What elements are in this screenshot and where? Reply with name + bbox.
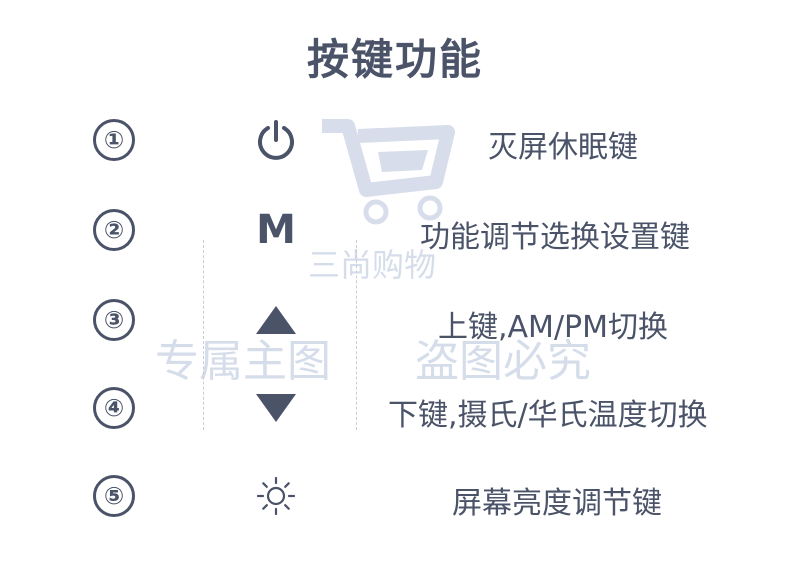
cart-watermark-icon <box>322 119 455 225</box>
row-number: ① <box>93 119 135 161</box>
row-number: ⑤ <box>93 475 135 517</box>
row-number: ③ <box>93 299 135 341</box>
watermark-right: 盗图必究 <box>415 336 591 387</box>
dashed-divider-left <box>203 240 204 430</box>
row-label: 下键,摄氏/华氏温度切换 <box>388 398 708 433</box>
row-label: 灭屏休眠键 <box>488 130 638 165</box>
row-label: 上键,AM/PM切换 <box>438 310 669 345</box>
sun-icon <box>250 472 302 520</box>
watermark-shop: 三尚购物 <box>308 246 437 284</box>
triangle-down-icon <box>250 384 302 432</box>
button-row-brightness: ⑤ 屏幕亮度调节键 <box>0 466 790 526</box>
button-row-mode: ② M 功能调节选换设置键 <box>0 200 790 260</box>
watermark-left: 专属主图 <box>155 336 331 387</box>
page-title: 按键功能 <box>306 35 483 84</box>
triangle-up-icon <box>250 296 302 344</box>
dashed-divider-right <box>356 240 357 430</box>
power-icon <box>250 116 302 164</box>
m-key-icon: M <box>256 207 296 253</box>
button-row-down: ④ 下键,摄氏/华氏温度切换 <box>0 378 790 438</box>
row-number: ④ <box>93 387 135 429</box>
button-row-up: ③ 上键,AM/PM切换 <box>0 290 790 350</box>
row-label: 屏幕亮度调节键 <box>452 486 662 521</box>
button-row-power: ① 灭屏休眠键 <box>0 110 790 170</box>
row-number: ② <box>93 209 135 251</box>
row-label: 功能调节选换设置键 <box>420 220 690 255</box>
